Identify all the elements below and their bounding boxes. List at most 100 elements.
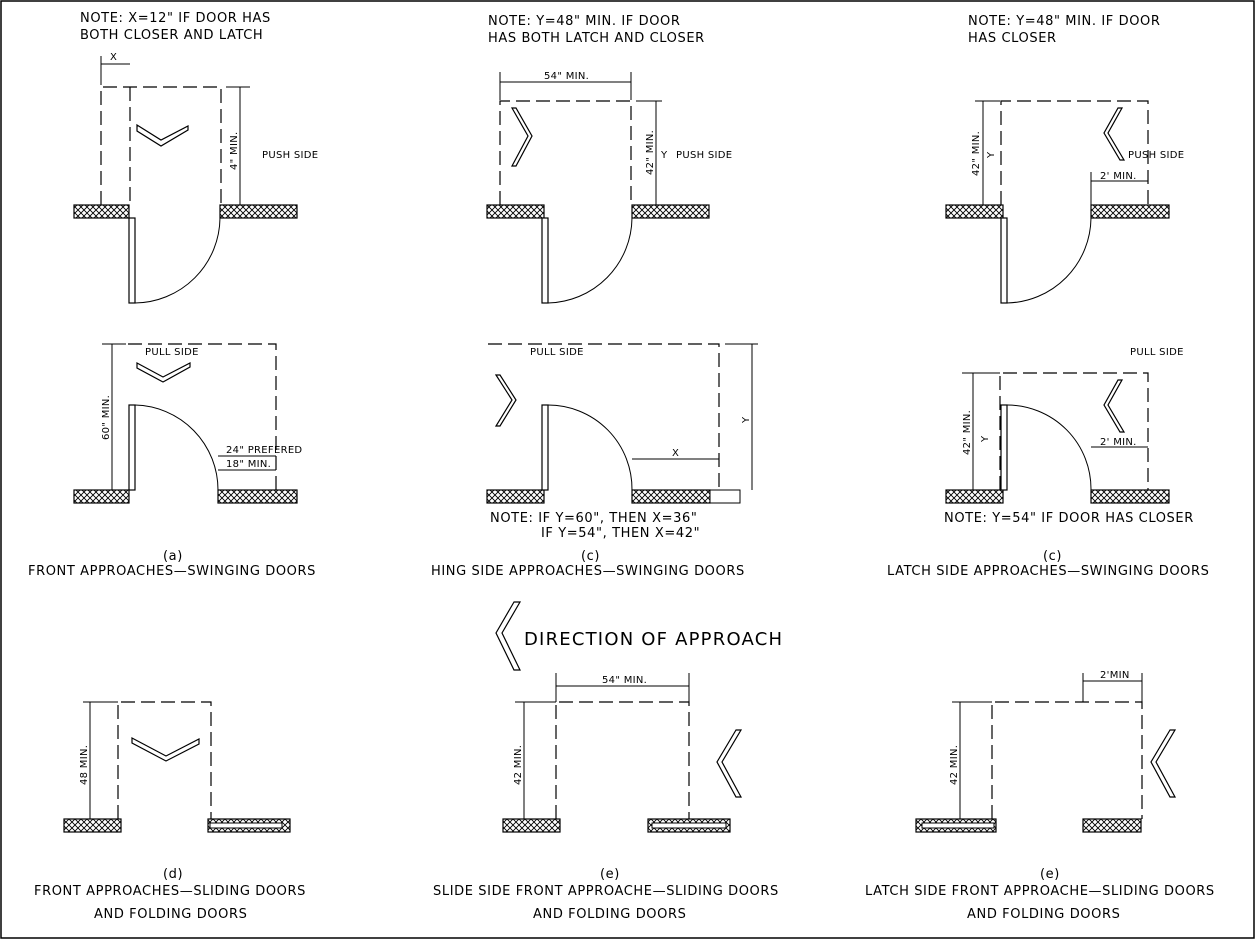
approach-chevron-icon: [510, 107, 533, 167]
caption-latch-swinging: LATCH SIDE APPROACHES—SWINGING DOORS: [887, 564, 1210, 579]
wall-right: [1090, 489, 1170, 504]
pull-side-label: PULL SIDE: [1130, 347, 1184, 358]
note-latch-pull: NOTE: Y=54" IF DOOR HAS CLOSER: [944, 511, 1194, 526]
dim-2-min: 2'MIN: [1100, 670, 1130, 681]
dim-42-min: 42 MIN.: [949, 745, 960, 785]
wall-right: [217, 489, 298, 504]
door-swing-arc: [547, 217, 633, 304]
wall-left: [945, 204, 1004, 219]
dim-42-min: 42" MIN.: [971, 131, 982, 176]
sliding-door-panel: [209, 822, 283, 829]
wall-end: [709, 489, 741, 504]
sliding-door-panel: [921, 822, 995, 829]
approach-chevron-icon: [494, 374, 517, 427]
door-swing-arc: [1006, 217, 1092, 304]
dim-y: Y: [741, 416, 752, 424]
door-leaf: [128, 217, 136, 304]
caption-letter-c-hinge: (c): [581, 549, 600, 564]
wall-left: [73, 204, 130, 219]
caption-letter-c-latch: (c): [1043, 549, 1062, 564]
caption-letter-e-slide: (e): [600, 867, 620, 882]
door-leaf: [128, 404, 136, 491]
wall-right: [631, 489, 711, 504]
latch-pull-diagram: PULL SIDE 42" MIN. Y 2' MIN. NOTE: Y=54"…: [944, 347, 1194, 526]
note-a-line1: NOTE: X=12" IF DOOR HAS: [80, 11, 271, 26]
dim-24-prefered: 24" PREFERED: [226, 445, 302, 456]
caption-front-sliding-sub: AND FOLDING DOORS: [94, 907, 247, 922]
caption-hinge-swinging: HING SIDE APPROACHES—SWINGING DOORS: [431, 564, 745, 579]
approach-chevron-icon: [131, 737, 200, 762]
wall-left: [945, 489, 1004, 504]
direction-label: DIRECTION OF APPROACH: [524, 629, 783, 650]
front-pull-diagram: 60" MIN. PULL SIDE 24" PREFERED 18" MIN.: [73, 343, 302, 504]
dim-y: Y: [986, 151, 997, 159]
dim-42-min: 42" MIN.: [645, 130, 656, 175]
door-swing-arc: [547, 404, 633, 491]
push-side-label: PUSH SIDE: [262, 150, 318, 161]
pull-side-label: PULL SIDE: [145, 347, 199, 358]
hinge-push-diagram: NOTE: Y=48" MIN. IF DOOR HAS BOTH LATCH …: [486, 14, 732, 304]
approach-chevron-icon: [136, 123, 189, 147]
note-latch-line2: HAS CLOSER: [968, 31, 1057, 46]
dim-42-min: 42 MIN.: [513, 745, 524, 785]
push-side-label: PUSH SIDE: [1128, 150, 1184, 161]
caption-letter-a: (a): [163, 549, 183, 564]
wall-left: [73, 489, 130, 504]
wall-left: [486, 489, 545, 504]
approach-chevron-icon: [1103, 379, 1126, 433]
latch-side-sliding-diagram: 2'MIN 42 MIN.: [915, 670, 1177, 833]
wall-left: [486, 204, 545, 219]
door-leaf: [541, 404, 549, 491]
pull-side-label: PULL SIDE: [530, 347, 584, 358]
approach-chevron-icon: [716, 729, 743, 798]
wall-right: [631, 204, 710, 219]
dim-18-min: 18" MIN.: [226, 459, 271, 470]
caption-latch-side-sub: AND FOLDING DOORS: [967, 907, 1120, 922]
approach-chevron-icon: [1103, 107, 1126, 161]
caption-letter-d: (d): [163, 867, 183, 882]
front-push-diagram: NOTE: X=12" IF DOOR HAS BOTH CLOSER AND …: [73, 11, 318, 304]
dim-48-min: 48 MIN.: [79, 745, 90, 785]
note-a-line2: BOTH CLOSER AND LATCH: [80, 28, 263, 43]
door-swing-arc: [134, 217, 221, 304]
note-hinge-pull-line1: NOTE: IF Y=60", THEN X=36": [490, 511, 697, 526]
caption-slide-side-sub: AND FOLDING DOORS: [533, 907, 686, 922]
push-side-label: PUSH SIDE: [676, 150, 732, 161]
caption-slide-side: SLIDE SIDE FRONT APPROACHE—SLIDING DOORS: [433, 884, 779, 899]
approach-chevron-icon: [1150, 729, 1177, 798]
dim-2-min: 2' MIN.: [1100, 437, 1137, 448]
dim-x: X: [672, 448, 679, 459]
hinge-pull-diagram: PULL SIDE Y X NOTE: IF Y=60", THEN X=36"…: [486, 343, 758, 541]
approach-chevron-icon: [136, 361, 191, 383]
front-sliding-diagram: 48 MIN.: [63, 701, 291, 833]
dim-42-min: 42" MIN.: [962, 410, 973, 455]
note-latch-line1: NOTE: Y=48" MIN. IF DOOR: [968, 14, 1161, 29]
caption-letter-e-latch: (e): [1040, 867, 1060, 882]
caption-front-swinging: FRONT APPROACHES—SWINGING DOORS: [28, 564, 316, 579]
dim-54-min: 54" MIN.: [602, 675, 647, 686]
door-leaf: [1000, 217, 1008, 304]
note-hinge-pull-line2: IF Y=54", THEN X=42": [541, 526, 700, 541]
note-hinge-line1: NOTE: Y=48" MIN. IF DOOR: [488, 14, 681, 29]
note-hinge-line2: HAS BOTH LATCH AND CLOSER: [488, 31, 705, 46]
door-leaf: [541, 217, 549, 304]
wall-left: [63, 818, 122, 833]
wall-left: [502, 818, 561, 833]
approach-chevron-icon: [495, 601, 522, 671]
door-swing-arc: [1006, 404, 1092, 491]
wall-right: [1082, 818, 1142, 833]
door-swing-arc: [134, 404, 219, 491]
caption-front-sliding: FRONT APPROACHES—SLIDING DOORS: [34, 884, 306, 899]
dim-y: Y: [660, 150, 668, 161]
wall-right: [1090, 204, 1170, 219]
dim-x: X: [110, 52, 117, 63]
caption-latch-side-sliding: LATCH SIDE FRONT APPROACHE—SLIDING DOORS: [865, 884, 1215, 899]
wall-right: [219, 204, 298, 219]
dim-y: Y: [980, 435, 991, 443]
latch-push-diagram: NOTE: Y=48" MIN. IF DOOR HAS CLOSER 42" …: [945, 14, 1184, 304]
sliding-door-panel: [651, 822, 727, 829]
dim-4-min: 4" MIN.: [229, 132, 240, 170]
direction-of-approach-legend: DIRECTION OF APPROACH: [495, 601, 783, 671]
